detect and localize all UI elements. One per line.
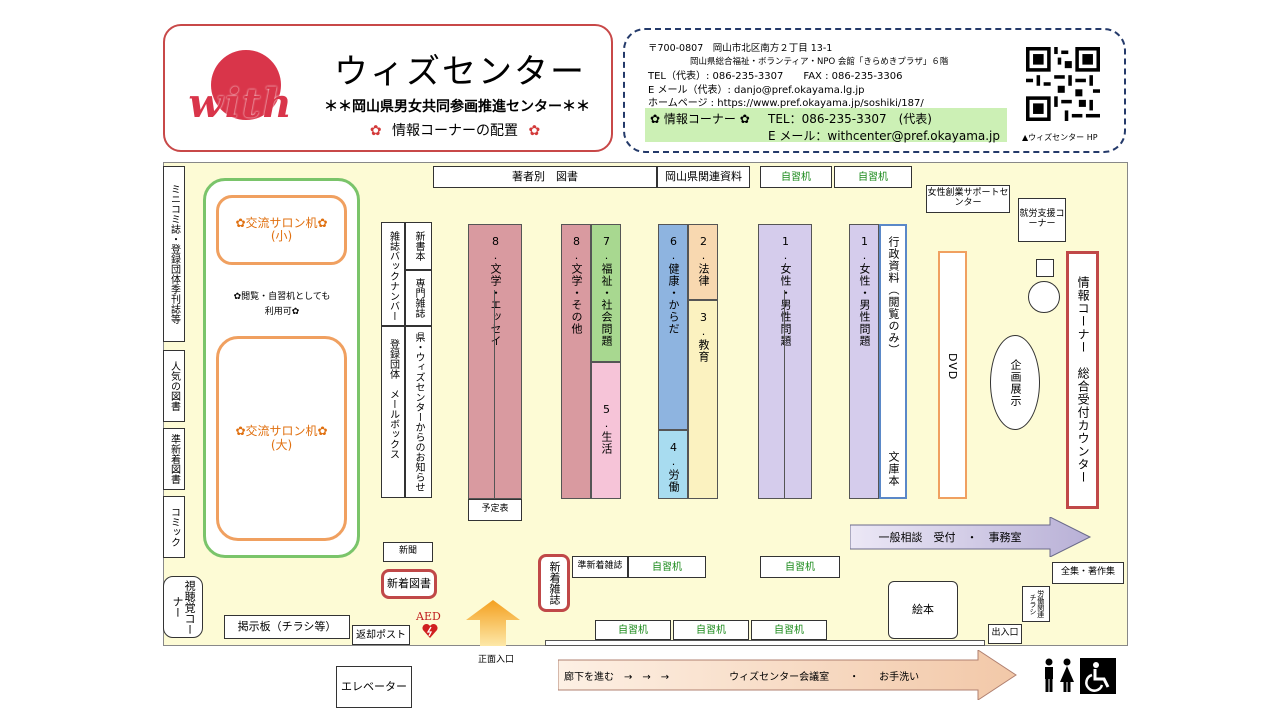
study-desk: 自習机 (751, 620, 827, 640)
shelf-4-labor: 4.労働 (658, 430, 688, 499)
reception-counter[interactable]: 情報コーナー 総合受付カウンター (1066, 251, 1099, 509)
study-desk: 自習机 (673, 620, 749, 640)
layout-caption-row: ✿ 情報コーナーの配置 ✿ (340, 120, 570, 140)
small-square-marker (1036, 259, 1054, 277)
logo-circle-icon (211, 50, 281, 120)
flower-icon: ✿ (369, 123, 382, 139)
flower-icon: ✿ (739, 112, 750, 126)
study-desk: 自習机 (595, 620, 671, 640)
groups-mailbox: 登録団体 メールボックス (381, 326, 405, 498)
hallway-arrow: 廊下を進む → → → ウィズセンター会議室 ・ お手洗い (557, 649, 1018, 701)
new-arrivals-books[interactable]: 新着図書 (381, 569, 437, 599)
picture-books: 絵本 (888, 581, 958, 639)
flower-icon: ✿ (650, 112, 661, 126)
dvd-shelf: DVD (938, 251, 967, 499)
shelf-1-gender-b: 1.女性・男性問題 (849, 224, 879, 499)
newspaper-rack: 新聞 (383, 542, 433, 562)
bunko-label: 文庫本 (887, 451, 900, 487)
elevator: エレベーター (336, 666, 412, 708)
round-table (1028, 281, 1060, 313)
restroom-icon (1040, 658, 1076, 694)
labor-flyers: 労働関連チラシ (1022, 586, 1050, 622)
study-desk: 自習机 (834, 166, 912, 188)
shelf-2-law: 2.法律 (688, 224, 718, 300)
qr-code-icon (1026, 47, 1100, 121)
study-desk: 自習机 (760, 166, 832, 188)
shelf-divider (784, 290, 785, 499)
comic-shelf: コミック (163, 496, 185, 558)
shelf-8-literature-other: 8.文学・その他 (561, 224, 591, 499)
aed-icon[interactable] (422, 623, 438, 639)
email-main: E メール（代表）: danjo@pref.okayama.lg.jp (648, 85, 865, 96)
employment-support: 就労支援コーナー (1018, 198, 1066, 242)
by-author-shelf: 著者別 図書 (433, 166, 657, 188)
shelf-1-gender-a: 1.女性・男性問題 (758, 224, 812, 499)
schedule-board: 予定表 (468, 499, 522, 521)
bulletin-board: 掲示板（チラシ等） (224, 615, 350, 639)
tel-fax: TEL（代表）: 086-235-3307 FAX : 086-235-3306 (648, 71, 903, 82)
flower-icon: ✿ (528, 123, 541, 139)
consult-arrow: 一般相談 受付 ・ 事務室 (849, 516, 1092, 558)
info-corner-box (645, 108, 1007, 142)
return-post[interactable]: 返却ポスト (352, 625, 410, 645)
page-title: ウィズセンター (334, 52, 586, 92)
info-tel: TEL：086-235-3307 (代表) (768, 112, 932, 126)
wheelchair-icon (1080, 658, 1116, 694)
womens-business-support: 女性創業サポートセンター (926, 185, 1010, 213)
page-subtitle: ＊＊岡山県男女共同参画推進センター＊＊ (324, 99, 590, 115)
salon-table-large[interactable]: ✿交流サロン机✿ (大) (216, 336, 347, 541)
shelf-divider (494, 290, 495, 499)
av-corner: 視聴覚コーナー (163, 576, 203, 638)
aed-label: AED (416, 610, 441, 623)
postal-address: 〒700-0807 岡山市北区南方２丁目 13-1 (648, 43, 833, 54)
minikomi-shelf: ミニコミ誌・登録団体季刊誌等 (163, 166, 185, 342)
salon-table-small[interactable]: ✿交流サロン机✿ (小) (216, 195, 347, 265)
magazine-backnumber-rack: 雑誌バックナンバー (381, 222, 405, 326)
complete-works: 全集・著作集 (1052, 562, 1124, 584)
new-books-rack: 新書本 (405, 222, 432, 270)
popular-books-shelf: 人気の図書 (163, 350, 185, 422)
semi-new-magazines: 準新着雑誌 (572, 556, 628, 578)
main-entrance-arrow-icon (466, 600, 520, 646)
semi-new-books-shelf: 準新着図書 (163, 428, 185, 490)
with-logo: with (176, 50, 306, 140)
info-email: E メール：withcenter@pref.okayama.jp (768, 129, 1000, 143)
exit-door[interactable]: 出入口 (988, 624, 1022, 644)
notices-rack: 県・ウィズセンターからのお知らせ (405, 326, 432, 498)
info-corner-row1: ✿ 情報コーナー ✿ (650, 110, 750, 127)
homepage[interactable]: ホームページ : https://www.pref.okayama.jp/sos… (648, 98, 924, 109)
shelf-6-health: 6.健康・からだ (658, 224, 688, 430)
new-magazines[interactable]: 新着雑誌 (538, 554, 570, 612)
exhibition-area: 企画展示 (990, 335, 1040, 430)
specialty-magazines-rack: 専門雑誌 (405, 270, 432, 326)
salon-note: ✿閲覧・自習机としても 利用可✿ (233, 292, 331, 318)
main-entrance-label: 正面入口 (477, 655, 514, 665)
logo-text: with (188, 80, 294, 127)
study-desk: 自習机 (760, 556, 840, 578)
admin-documents-shelf: 行政資料（閲覧のみ） 文庫本 (879, 224, 907, 499)
shelf-3-education: 3.教育 (688, 300, 718, 499)
qr-caption: ▲ウィズセンター HP (1022, 133, 1098, 142)
okayama-materials: 岡山県関連資料 (657, 166, 750, 188)
building-name: 岡山県総合福祉・ボランティア・NPO 会館「きらめきプラザ」６階 (690, 57, 949, 67)
info-corner-label: 情報コーナー (663, 112, 736, 126)
shelf-7-welfare: 7.福祉・社会問題 (591, 224, 621, 362)
wall-line (545, 640, 985, 646)
shelf-8-literature-essay: 8.文学・エッセイ (468, 224, 522, 499)
layout-caption: 情報コーナーの配置 (392, 123, 518, 139)
study-desk: 自習机 (628, 556, 706, 578)
shelf-5-living: 5.生活 (591, 362, 621, 499)
